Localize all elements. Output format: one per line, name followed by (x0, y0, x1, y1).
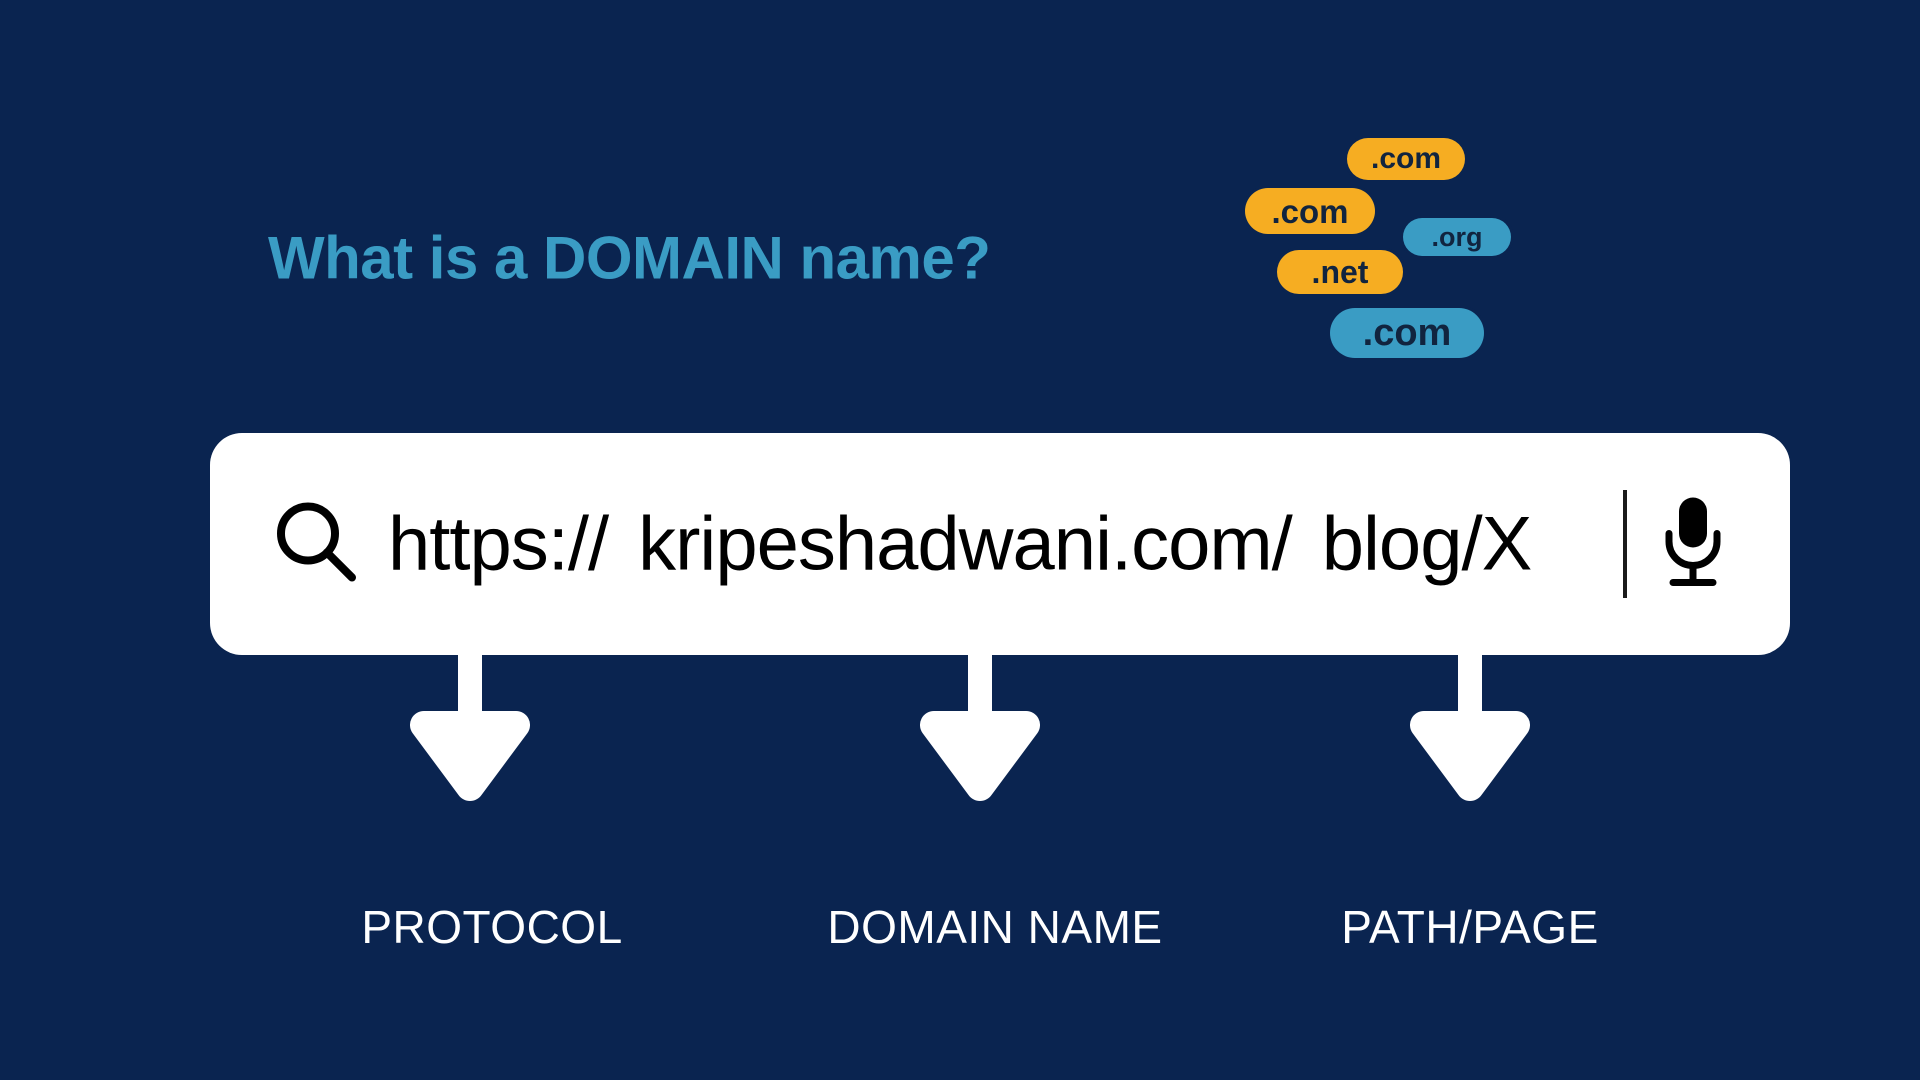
arrow-protocol (410, 655, 530, 805)
legend-label-domain-name: DOMAIN NAME (827, 901, 1163, 953)
legend-label-protocol: PROTOCOL (361, 901, 623, 953)
url-text[interactable]: https:// kripeshadwani.com/ blog/X (388, 501, 1532, 588)
arrow-domain-name (920, 655, 1040, 805)
url-segment-path: blog/X (1321, 501, 1532, 587)
page-title: What is a DOMAIN name? (268, 224, 991, 292)
url-segment-domain: kripeshadwani.com/ (638, 501, 1293, 587)
url-segment-protocol: https:// (388, 501, 609, 587)
vertical-divider (1623, 490, 1627, 598)
search-bar[interactable]: https:// kripeshadwani.com/ blog/X (210, 433, 1790, 655)
domain-badge-com-1: .com (1245, 188, 1375, 234)
microphone-icon[interactable] (1656, 494, 1730, 595)
domain-badge-com-0: .com (1347, 138, 1465, 180)
arrow-path-page (1410, 655, 1530, 805)
search-icon (270, 496, 362, 593)
domain-badge-com-4: .com (1330, 308, 1484, 358)
legend-label-path-page: PATH/PAGE (1341, 901, 1599, 953)
domain-badge-org-2: .org (1403, 218, 1511, 256)
domain-badge-net-3: .net (1277, 250, 1403, 294)
